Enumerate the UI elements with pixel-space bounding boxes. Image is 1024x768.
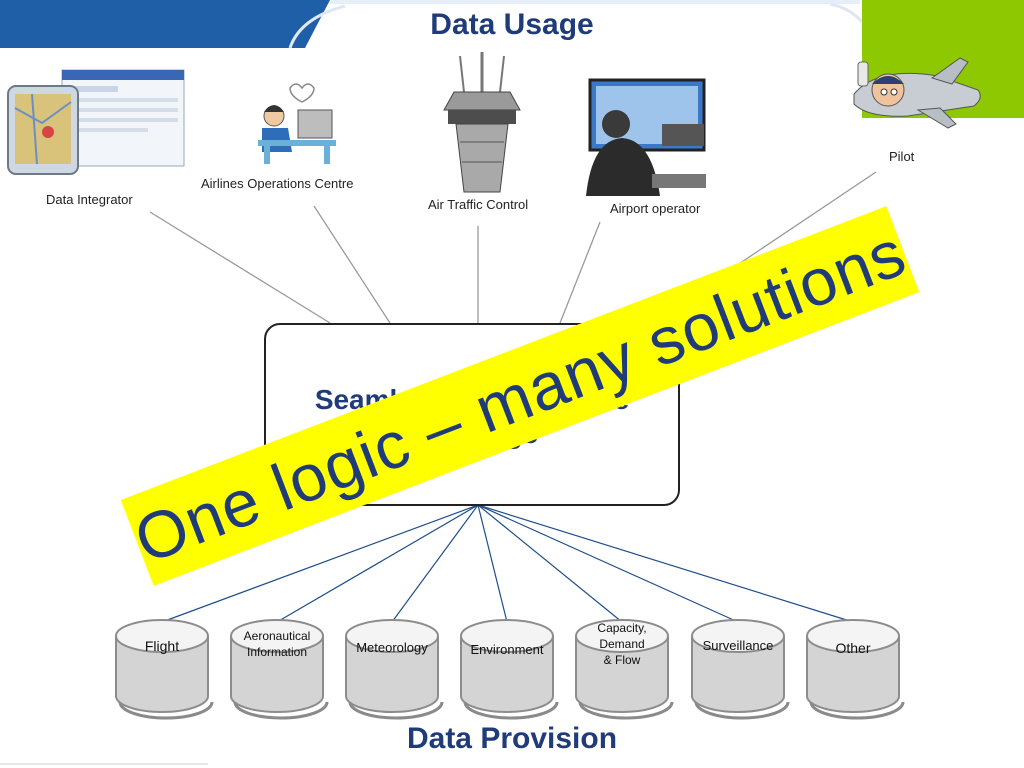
data-usage-title: Data Usage: [430, 8, 594, 41]
provider-label: Surveillance: [702, 638, 774, 653]
user-label-pilot: Pilot: [889, 149, 915, 164]
user-connector-1: [313, 205, 391, 324]
tablet-map-icon: [7, 69, 185, 175]
provider-connector-1: [276, 504, 479, 623]
header-swoosh: [288, 4, 346, 49]
control-tower-icon: [443, 52, 521, 193]
operator-desk-icon: [586, 78, 706, 196]
provider-connector-2: [391, 504, 479, 623]
database-cylinder: [575, 619, 674, 720]
user-label-data-integrator: Data Integrator: [46, 192, 133, 207]
provider-label: Other: [835, 640, 871, 656]
blue-header-band: [0, 0, 330, 48]
user-connector-0: [149, 211, 331, 324]
database-cylinder: [691, 619, 790, 720]
provider-connector-6: [477, 504, 854, 623]
database-cylinder: [115, 619, 214, 720]
light-header-band: [330, 0, 860, 4]
provider-label: Meteorology: [356, 640, 428, 655]
pilot-plane-icon: [853, 57, 981, 129]
provider-connector-4: [477, 504, 623, 623]
database-cylinder: [345, 619, 444, 720]
provider-connector-5: [477, 504, 739, 623]
office-worker-icon: [258, 83, 336, 164]
provider-label: Environment: [470, 642, 544, 657]
data-provision-title: Data Provision: [406, 722, 618, 755]
database-cylinder: [806, 619, 905, 720]
provider-label: Capacity, Demand & Flow: [597, 621, 647, 667]
provider-connector-0: [161, 504, 479, 623]
user-connector-lines: [149, 171, 877, 324]
provider-connector-lines: [161, 504, 854, 623]
user-label-airport-operator: Airport operator: [610, 201, 701, 216]
provider-connector-3: [477, 504, 508, 623]
user-label-air-traffic-control: Air Traffic Control: [428, 197, 529, 212]
database-cylinder: [460, 619, 559, 720]
provider-label: Flight: [144, 638, 180, 654]
provider-label: Aeronautical Information: [243, 629, 311, 659]
database-cylinder: [230, 619, 329, 720]
header-swoosh-right: [829, 2, 864, 23]
user-label-airlines-operations: Airlines Operations Centre: [201, 176, 354, 191]
user-connector-3: [559, 221, 601, 324]
